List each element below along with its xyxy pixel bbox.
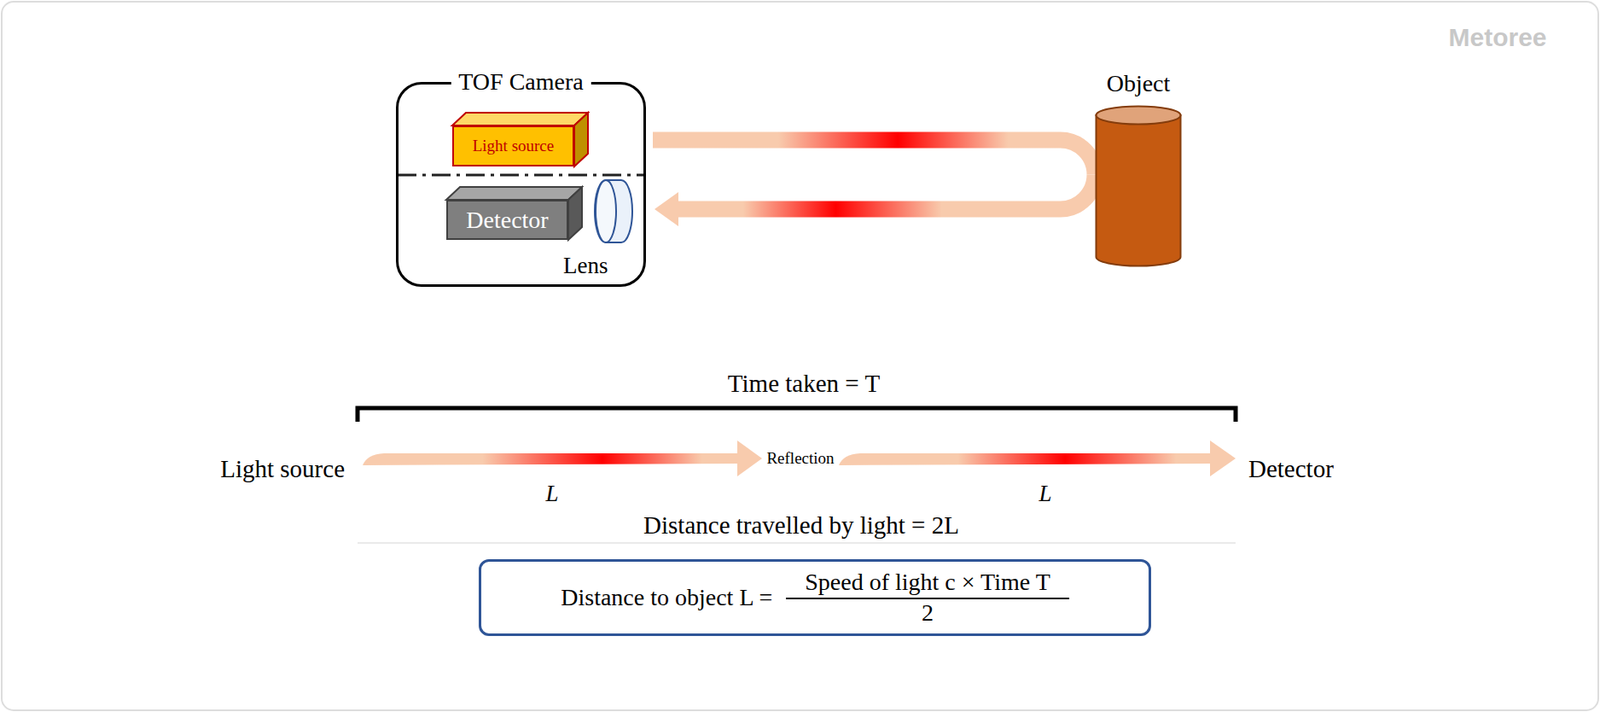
- fraction-denominator: 2: [921, 599, 934, 627]
- fraction: Speed of light c × Time T2: [785, 568, 1070, 627]
- object-cylinder: Object: [1094, 104, 1182, 268]
- lens-face: [595, 180, 617, 243]
- time-label: Time taken = T: [727, 370, 880, 398]
- distance-symbol: L: [1038, 481, 1052, 507]
- outgoing-light-arrow: [362, 453, 739, 466]
- detector-name: Detector: [465, 206, 548, 234]
- beam-path: [652, 139, 1095, 175]
- cylinder-shape: [1094, 104, 1182, 268]
- light-source-top-face: [452, 112, 588, 126]
- returning-light-head: [1210, 440, 1236, 477]
- detector-top-face: [446, 186, 582, 200]
- lens-name: Lens: [563, 252, 608, 279]
- beam-path: [676, 174, 1095, 210]
- lens-body: [594, 180, 633, 243]
- start-label: Light source: [220, 455, 345, 483]
- light-source-side-face: [574, 112, 588, 167]
- detector-box: Detector: [446, 199, 569, 240]
- outgoing-light-head: [737, 440, 763, 477]
- camera-housing: TOF CameraLight sourceDetectorLens: [395, 81, 646, 287]
- detector-side-face: [568, 186, 582, 240]
- object-name: Object: [1106, 69, 1171, 98]
- time-bracket: [357, 407, 1236, 422]
- cylinder-body: [1096, 115, 1182, 267]
- reflection-label: Reflection: [764, 449, 836, 468]
- light-source-box: Light source: [452, 125, 575, 167]
- formula-box: Distance to object L = Speed of light c ×…: [478, 558, 1152, 636]
- divider-rule: [357, 541, 1236, 544]
- cylinder-top: [1096, 106, 1182, 125]
- lens: Lens: [593, 178, 635, 245]
- beam-arrowhead: [654, 192, 679, 227]
- light-beam: [654, 174, 1095, 227]
- formula-lhs: Distance to object L =: [560, 583, 773, 611]
- light-beam: [652, 139, 1095, 175]
- distance-label: Distance travelled by light = 2L: [643, 512, 960, 540]
- end-label: Detector: [1248, 455, 1334, 483]
- returning-light-arrow: [838, 453, 1212, 466]
- light-source-name: Light source: [472, 136, 555, 156]
- distance-symbol: L: [545, 481, 559, 507]
- lens-shape: [593, 178, 635, 245]
- watermark: Metoree: [1448, 23, 1547, 52]
- housing-title: TOF Camera: [450, 68, 591, 96]
- fraction-numerator: Speed of light c × Time T: [785, 568, 1070, 600]
- divider-line: [397, 174, 646, 177]
